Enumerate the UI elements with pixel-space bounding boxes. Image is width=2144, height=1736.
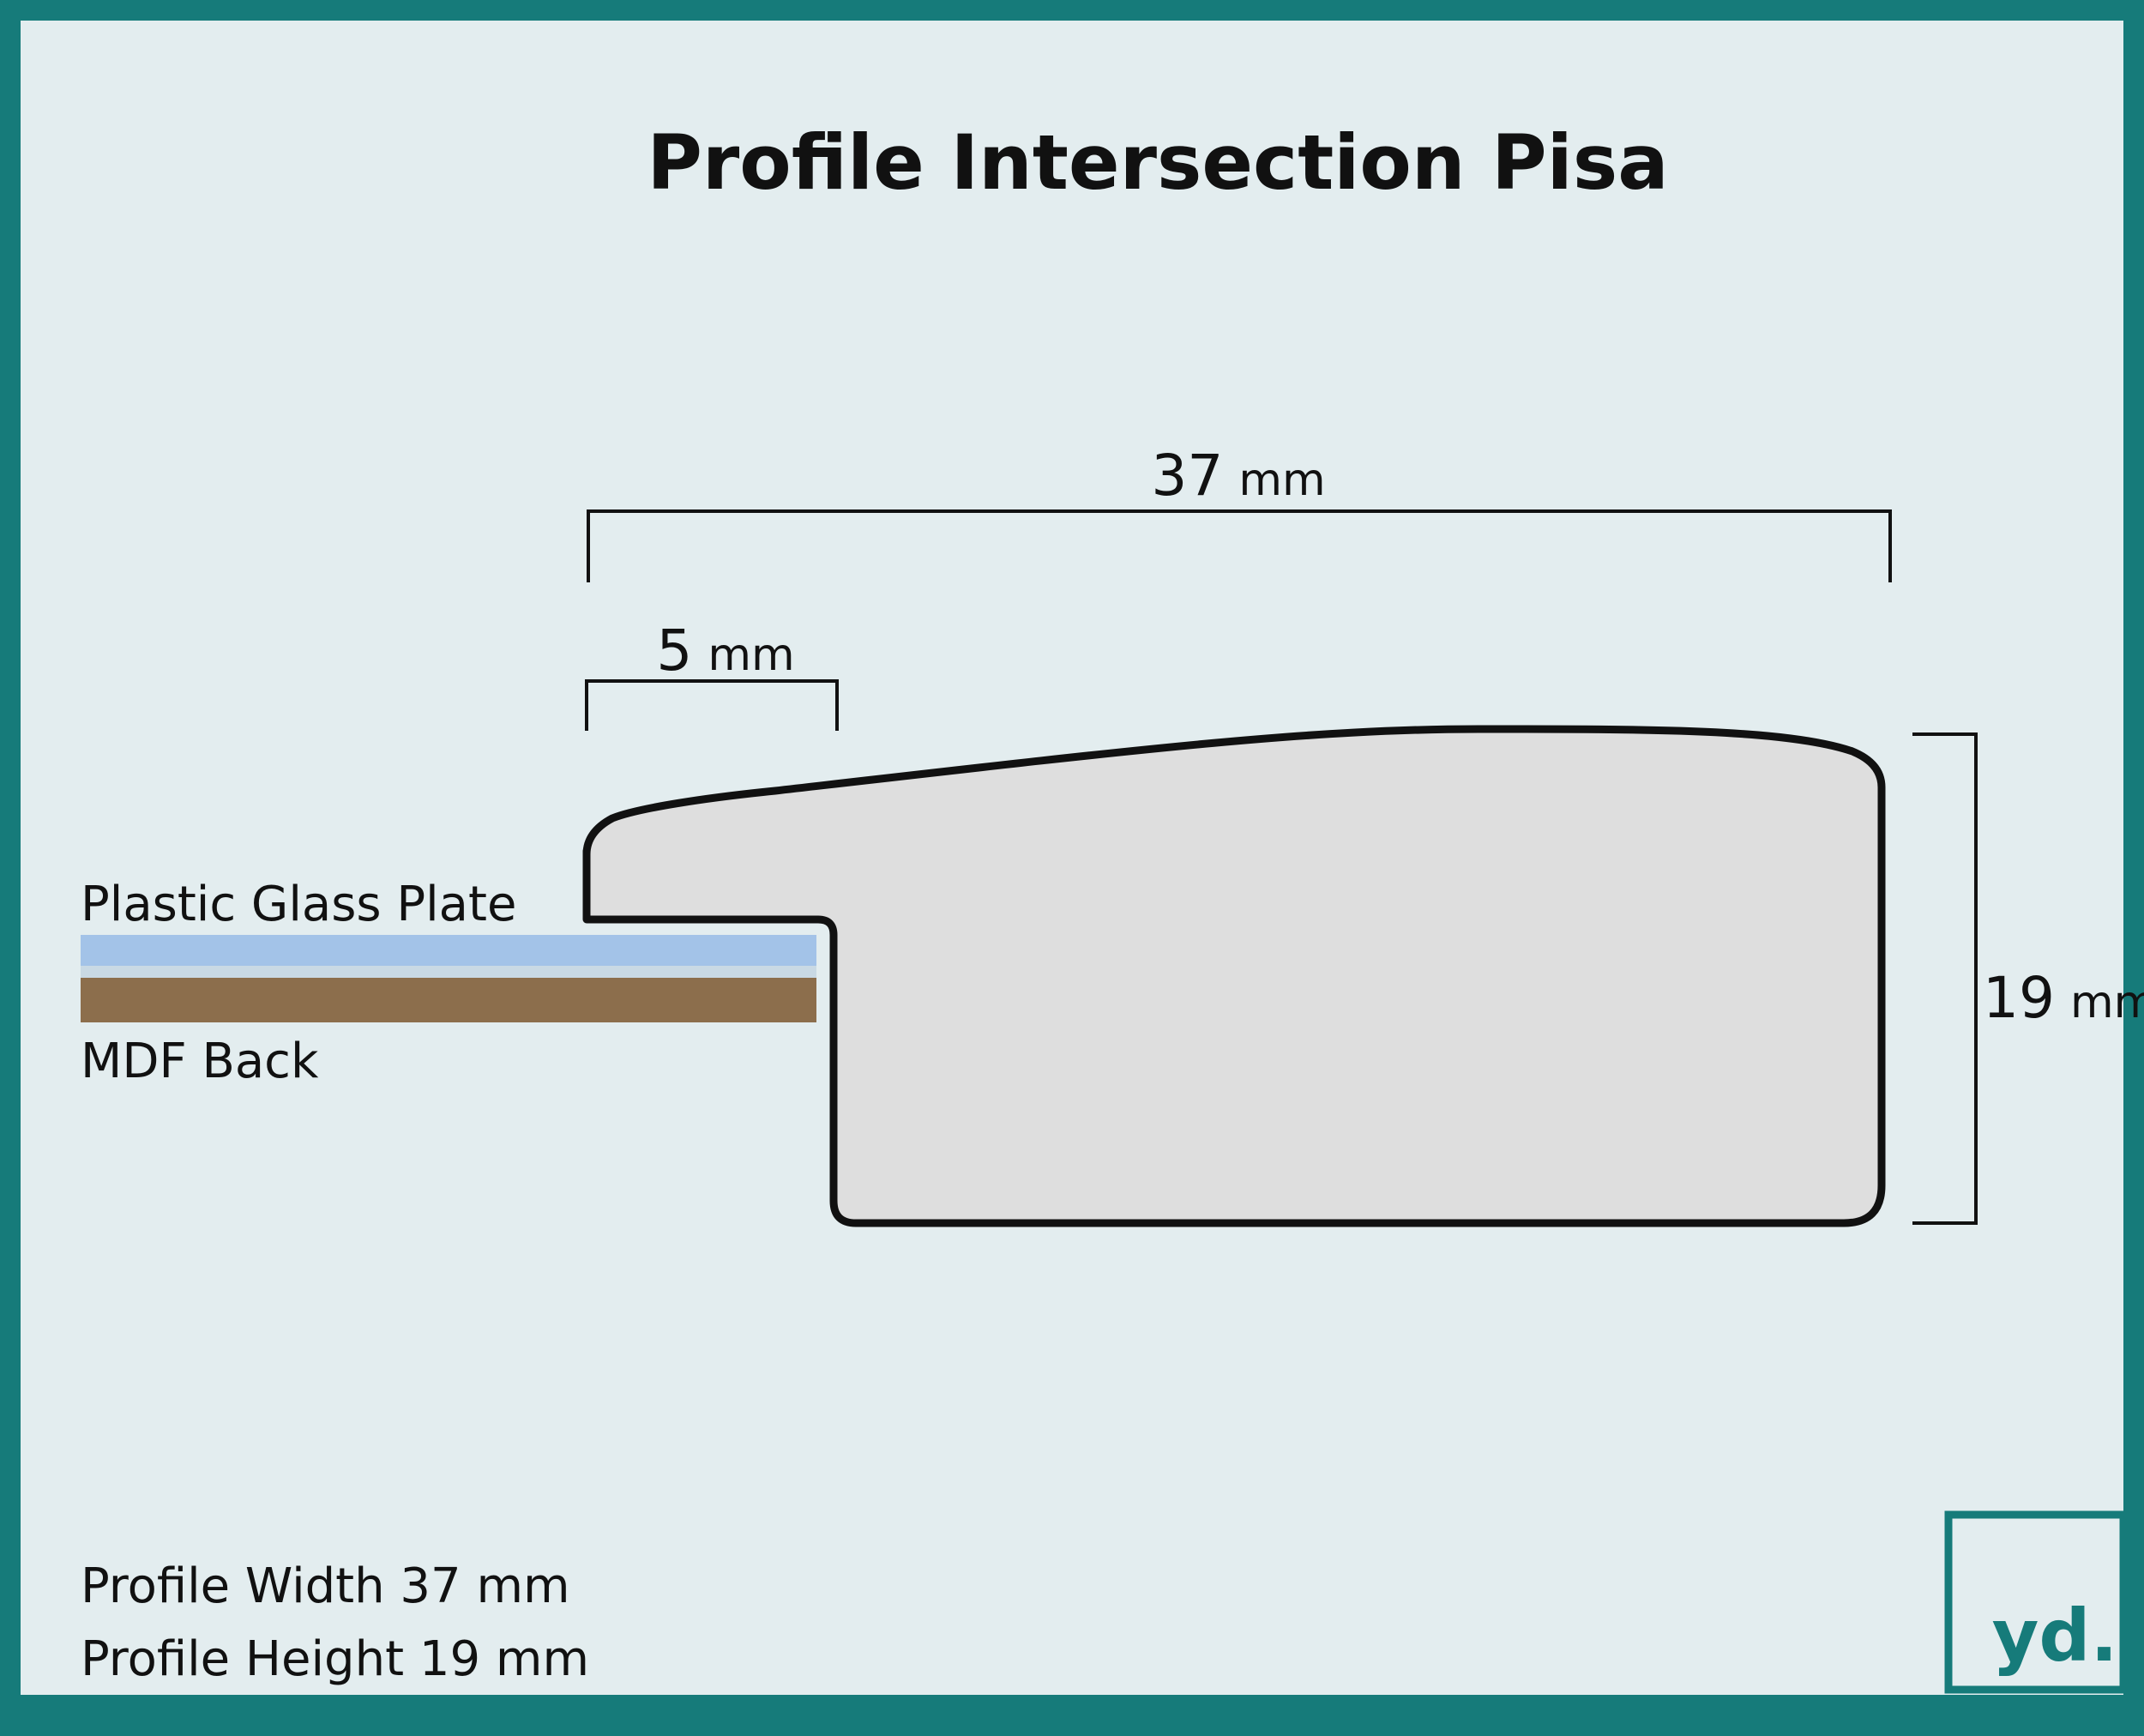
profile-height-info: Profile Height 19 mm	[81, 1631, 589, 1687]
rebate-dimension-value: 5	[656, 618, 692, 684]
rebate-dimension-label: 5 mm	[656, 618, 794, 684]
mdf-back-label: MDF Back	[81, 1034, 319, 1089]
width-dimension-label: 37 mm	[1151, 443, 1325, 509]
rebate-dimension-bracket	[585, 679, 839, 731]
rebate-dimension-unit: mm	[708, 630, 794, 681]
height-dimension-label: 19 mm	[1983, 965, 2144, 1031]
brand-logo: yd.	[1944, 1510, 2128, 1694]
glass-plate-label: Plastic Glass Plate	[81, 877, 516, 932]
width-dimension-bracket	[587, 509, 1892, 582]
logo-text: yd.	[1992, 1594, 2118, 1678]
rebate-dimension: 5 mm	[585, 618, 839, 731]
width-dimension-value: 37	[1151, 443, 1223, 509]
profile-diagram: Profile Intersection Pisa 37 mm 5 mm 19 …	[81, 118, 2144, 1694]
frame-profile-shape	[582, 725, 1886, 1227]
mdf-back-layer	[81, 978, 816, 1022]
diagram-title: Profile Intersection Pisa	[647, 118, 1668, 207]
height-dimension: 19 mm	[1912, 732, 2144, 1225]
logo-box	[1944, 1510, 2128, 1694]
glass-plate-layer	[81, 935, 816, 966]
height-dimension-value: 19	[1983, 965, 2055, 1031]
profile-width-info: Profile Width 37 mm	[81, 1558, 570, 1614]
height-dimension-unit: mm	[2070, 977, 2144, 1028]
width-dimension-unit: mm	[1238, 455, 1325, 506]
layer-gap	[81, 966, 816, 978]
height-dimension-bracket	[1912, 732, 1978, 1225]
width-dimension: 37 mm	[587, 443, 1892, 582]
